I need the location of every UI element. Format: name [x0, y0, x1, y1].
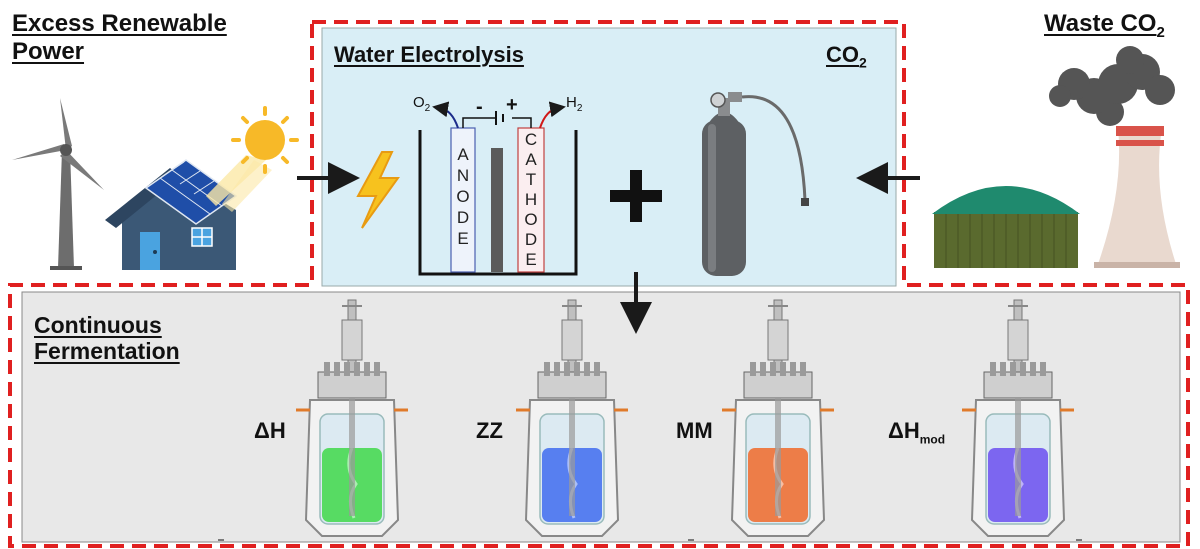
bioreactor-icon — [722, 299, 834, 537]
h2-arrow — [539, 101, 566, 129]
anode-letter: E — [457, 229, 469, 248]
anode-electrode — [450, 127, 476, 273]
water-electrolysis-title: Water Electrolysis — [334, 42, 524, 67]
wind-turbine-icon — [12, 98, 104, 270]
bioreactor-icon — [962, 299, 1074, 537]
reactor-label-2: ZZ — [476, 418, 503, 443]
h2-label: H2 — [566, 94, 583, 114]
anode-letter: A — [457, 145, 469, 164]
factory-chimney-icon — [1049, 46, 1180, 268]
lightning-icon — [356, 151, 400, 229]
bioreactor-icon — [296, 299, 408, 537]
anode-letter: O — [456, 187, 470, 206]
cathode-letter: H — [524, 190, 538, 209]
sun-icon — [206, 106, 299, 212]
plus-terminal: + — [506, 94, 518, 116]
cathode-letter: C — [524, 130, 538, 149]
cathode-letter: E — [525, 250, 537, 269]
plus-sign — [610, 170, 662, 222]
solar-house-icon — [105, 159, 238, 270]
biogas-digester-icon — [932, 186, 1080, 268]
electrolysis-cell — [418, 101, 578, 276]
o2-arrow — [432, 101, 459, 129]
anode-letter: N — [456, 166, 470, 185]
reactor-label-4: ΔHmod — [888, 418, 946, 447]
anode-letter: D — [456, 208, 470, 227]
co2-label: CO2 — [826, 42, 867, 71]
waste-co2-title: Waste CO2 — [1044, 10, 1165, 41]
reactor-label-3: MM — [676, 418, 713, 443]
minus-terminal: - — [476, 96, 483, 118]
cathode-letter: T — [525, 170, 537, 189]
cathode-letter: A — [525, 150, 537, 169]
o2-label: O2 — [413, 94, 431, 114]
membrane — [491, 148, 503, 272]
cathode-letter: D — [524, 230, 538, 249]
dashed-outline — [8, 20, 1190, 548]
cathode-letter: O — [524, 210, 538, 229]
reactor-label-1: ΔH — [254, 418, 286, 443]
cathode-electrode — [517, 127, 545, 273]
bioreactor-icon — [516, 299, 628, 537]
co2-cylinder-icon — [702, 92, 809, 276]
